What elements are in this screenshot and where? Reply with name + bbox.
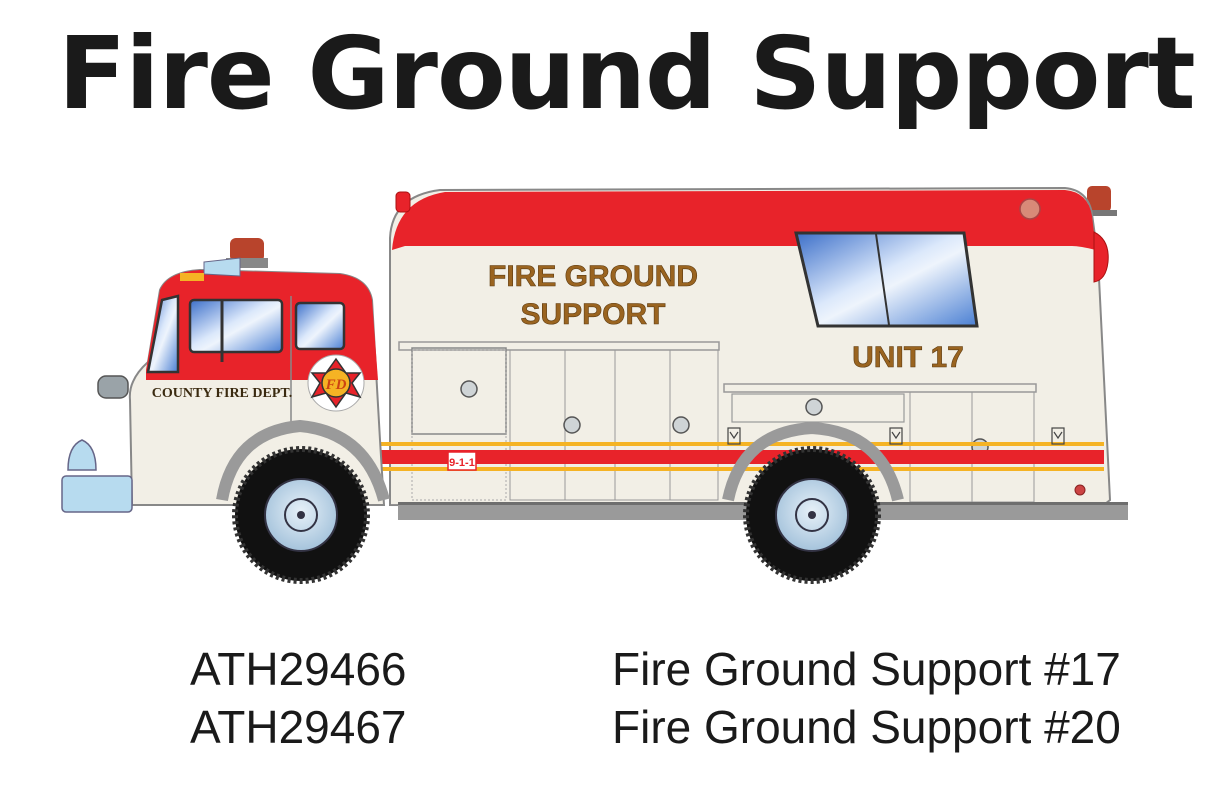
front-wheel	[232, 446, 370, 584]
page-title: Fire Ground Support	[58, 15, 1196, 132]
cab-rear-window	[294, 301, 346, 351]
product-row: ATH29466 Fire Ground Support #17	[190, 640, 1180, 698]
fire-truck-illustration: COUNTY FIRE DEPT. FD 9-1-1 FIRE GR	[61, 186, 1128, 584]
windshield	[146, 294, 180, 374]
decal-911-text: 9-1-1	[449, 457, 475, 469]
cab-beacon	[230, 238, 264, 262]
product-sku: ATH29467	[190, 701, 407, 753]
front-bumper	[61, 475, 133, 513]
cab-door-window	[188, 298, 284, 354]
siren-bell	[67, 439, 97, 471]
roof-red-band	[392, 190, 1096, 250]
unit-label: UNIT 17	[852, 341, 964, 374]
rear-beacon	[1087, 186, 1111, 212]
roof-marker-light	[1019, 198, 1041, 220]
911-decal: 9-1-1	[447, 451, 477, 471]
body-window	[794, 231, 979, 328]
product-list: ATH29466 Fire Ground Support #17 ATH2946…	[190, 640, 1180, 756]
product-name: Fire Ground Support #20	[612, 701, 1121, 753]
emblem-text: FD	[325, 377, 347, 393]
fd-emblem: FD	[307, 354, 365, 412]
body-yellow-stripe	[136, 442, 1104, 446]
body-lettering-line1: FIRE GROUND	[488, 260, 698, 293]
product-sku: ATH29466	[190, 643, 407, 695]
rear-wheel	[743, 446, 881, 584]
body-lettering-line2: SUPPORT	[520, 298, 665, 331]
product-name: Fire Ground Support #17	[612, 643, 1121, 695]
product-row: ATH29467 Fire Ground Support #20	[190, 698, 1180, 756]
compartment-door	[411, 347, 507, 435]
cab-door-label: COUNTY FIRE DEPT.	[152, 386, 292, 401]
